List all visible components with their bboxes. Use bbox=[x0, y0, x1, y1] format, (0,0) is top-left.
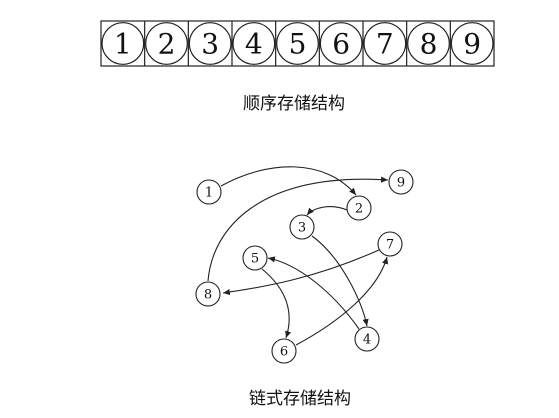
linked-list-nodes: 1 2 3 4 5 6 7 8 9 bbox=[195, 169, 414, 364]
list-node-circle bbox=[242, 245, 268, 271]
list-node-label: 1 bbox=[205, 186, 213, 201]
list-node-label: 5 bbox=[251, 252, 259, 267]
list-node-2: 2 bbox=[346, 195, 372, 221]
link-arrow-1-2 bbox=[220, 166, 357, 196]
array-cell-9: 9 bbox=[463, 28, 481, 61]
linked-caption: 链式存储结构 bbox=[249, 389, 351, 409]
list-node-circle bbox=[271, 338, 297, 364]
array-cell-circle bbox=[407, 22, 450, 65]
list-node-label: 7 bbox=[386, 238, 394, 253]
link-arrow-6-7 bbox=[295, 256, 389, 346]
list-node-circle bbox=[377, 231, 403, 257]
list-node-label: 9 bbox=[397, 176, 405, 191]
array-cell-6: 6 bbox=[332, 28, 350, 61]
array-cell-circle bbox=[145, 22, 188, 65]
array-cell-circle bbox=[101, 22, 145, 65]
array-cell-5: 5 bbox=[289, 28, 307, 61]
list-node-8: 8 bbox=[195, 281, 221, 307]
list-node-4: 4 bbox=[354, 326, 380, 352]
list-node-label: 2 bbox=[355, 202, 363, 217]
linked-storage: 1 2 3 4 5 6 7 8 9 链式存储结构 bbox=[195, 166, 414, 409]
list-node-1: 1 bbox=[196, 179, 222, 205]
linked-list-arrows bbox=[207, 166, 389, 346]
list-node-6: 6 bbox=[271, 338, 297, 364]
list-node-5: 5 bbox=[242, 245, 268, 271]
array-cell-2: 2 bbox=[158, 28, 176, 61]
list-node-label: 3 bbox=[298, 221, 306, 236]
array-frame bbox=[100, 20, 495, 67]
list-node-9: 9 bbox=[388, 169, 414, 195]
array-cell-circle bbox=[232, 22, 276, 65]
list-node-circle bbox=[196, 179, 222, 205]
link-arrow-3-4 bbox=[311, 235, 369, 327]
link-arrow-4-5 bbox=[267, 256, 360, 330]
link-arrow-5-6 bbox=[261, 268, 292, 339]
list-node-circle bbox=[289, 214, 315, 240]
array-cell-circle bbox=[188, 22, 232, 65]
list-node-3: 3 bbox=[289, 214, 315, 240]
link-arrow-7-8 bbox=[222, 249, 380, 296]
array-cell-3: 3 bbox=[201, 28, 219, 61]
array-cell-circle bbox=[276, 22, 319, 65]
list-node-7: 7 bbox=[377, 231, 403, 257]
array-cell-circle bbox=[450, 22, 494, 65]
array-cell-8: 8 bbox=[420, 28, 438, 61]
list-node-circle bbox=[195, 281, 221, 307]
array-cell-4: 4 bbox=[245, 28, 263, 61]
link-arrow-8-9 bbox=[207, 176, 389, 282]
list-node-circle bbox=[354, 326, 380, 352]
list-node-label: 8 bbox=[204, 288, 212, 303]
array-cell-7: 7 bbox=[376, 28, 394, 61]
list-node-circle bbox=[346, 195, 372, 221]
array-cell-1: 1 bbox=[114, 28, 132, 61]
list-node-label: 6 bbox=[280, 345, 288, 360]
list-node-circle bbox=[388, 169, 414, 195]
array-cell-circle bbox=[319, 22, 363, 65]
sequential-caption: 顺序存储结构 bbox=[243, 94, 345, 114]
list-node-label: 4 bbox=[363, 333, 371, 348]
array-cell-circle bbox=[363, 22, 407, 65]
link-arrow-2-3 bbox=[306, 206, 348, 216]
